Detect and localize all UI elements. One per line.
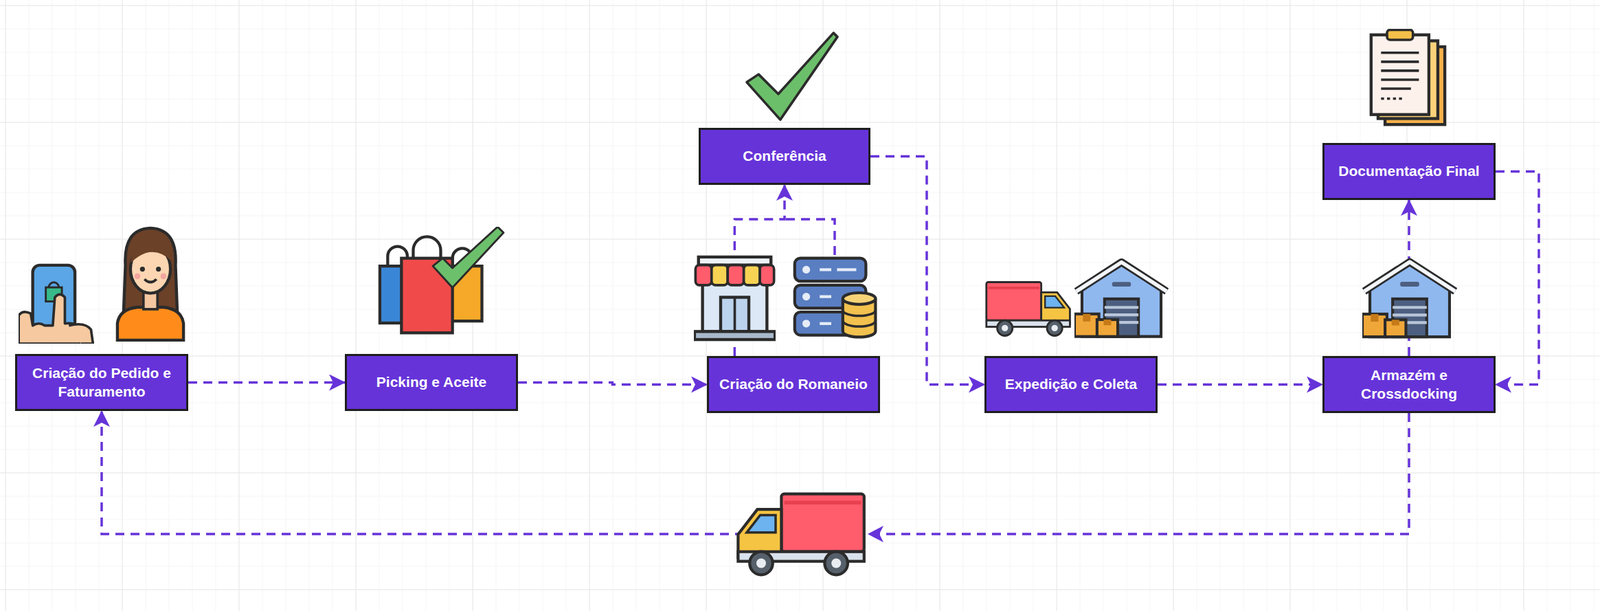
grid-line — [0, 449, 1600, 450]
grid-line — [0, 52, 1600, 53]
grid-line — [0, 239, 1600, 240]
box-label: Documentação Final — [1338, 162, 1480, 180]
process-box: Expedição e Coleta — [984, 355, 1158, 413]
grid-line — [939, 0, 941, 611]
box-label: Expedição e Coleta — [1005, 375, 1138, 393]
box-label: Armazém e Crossdocking — [1334, 366, 1484, 403]
grid-line — [589, 0, 591, 611]
grid-line — [5, 0, 7, 611]
check-icon — [746, 32, 838, 120]
flow-connector — [1495, 171, 1539, 385]
grid-line — [1173, 0, 1175, 611]
truck-icon — [986, 282, 1071, 336]
process-box: Armazém e Crossdocking — [1322, 355, 1496, 413]
grid-line — [0, 122, 1600, 123]
grid-line — [0, 566, 1600, 567]
phone-icon — [18, 265, 93, 344]
grid-line — [0, 215, 1600, 217]
grid-line — [939, 0, 941, 611]
grid-line — [0, 98, 1600, 100]
grid-line — [0, 122, 1600, 123]
grid-line — [355, 0, 357, 611]
process-box: Documentação Final — [1322, 142, 1496, 200]
box-label: Conferência — [742, 147, 826, 165]
shopping-bags-icon — [379, 226, 504, 333]
server-icon — [794, 258, 876, 338]
flow-connector — [1157, 383, 1323, 387]
box-label: Criação do Romaneio — [719, 375, 868, 393]
grid-line — [0, 589, 1600, 591]
grid-line — [0, 472, 1600, 474]
flow-connector — [517, 382, 707, 385]
truck-icon — [737, 493, 864, 576]
warehouse-icon — [1362, 261, 1456, 337]
grid-line — [5, 0, 7, 611]
grid-line — [0, 589, 1600, 591]
grid-line — [0, 239, 1600, 240]
grid-line — [355, 0, 357, 611]
process-box: Picking e Aceite — [344, 353, 518, 411]
document-icon — [1371, 29, 1445, 125]
box-label: Criação do Pedido e Faturamento — [26, 364, 177, 401]
process-box: Conferência — [698, 127, 871, 185]
grid-line — [589, 0, 591, 611]
grid-line — [1290, 0, 1291, 611]
grid-line — [1523, 0, 1525, 611]
process-box: Criação do Romaneio — [706, 355, 881, 413]
grid-line — [0, 472, 1600, 474]
process-box: Criação do Pedido e Faturamento — [15, 353, 189, 411]
arrow-head — [867, 525, 884, 543]
grid-line — [0, 5, 1600, 7]
warehouse-icon — [1074, 261, 1167, 336]
box-label: Picking e Aceite — [376, 373, 487, 391]
store-icon — [694, 256, 775, 340]
grid-line — [239, 0, 240, 611]
flow-connector — [870, 156, 985, 385]
flow-connector — [188, 381, 345, 385]
grid-line — [0, 5, 1600, 7]
grid-line — [1290, 0, 1291, 611]
branch-line — [783, 219, 835, 255]
grid-line — [239, 0, 240, 611]
customer-icon — [117, 228, 184, 341]
grid-line — [0, 28, 1600, 30]
grid-line — [0, 425, 1600, 427]
grid-line — [1173, 0, 1175, 611]
grid-line — [1523, 0, 1525, 611]
